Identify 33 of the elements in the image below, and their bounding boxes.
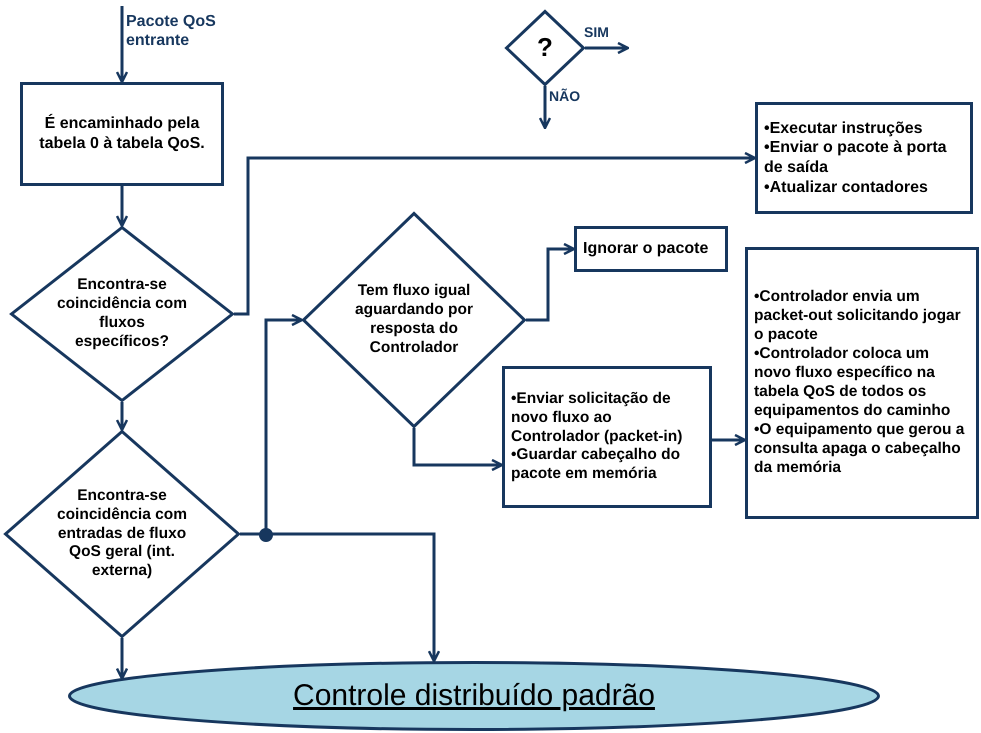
box-text: •Guardar cabeçalho do pacote em memória: [511, 446, 682, 484]
arrow: [116, 186, 128, 228]
decision-text: Encontra-se coincidência com entradas de fluxo QoS geral (int. externa): [56, 486, 188, 582]
box-text: •Enviar solicitação de novo fluxo ao Controlador (packet-in): [511, 390, 684, 446]
arrow: [234, 152, 756, 316]
process-box: [574, 226, 728, 272]
box-text: •Controlador coloca um novo fluxo específico na tabela QoS de todos os equipamentos do caminho: [754, 345, 952, 421]
box-text: •O equipamento que gerou a consulta apaga o cabeçalho da memória: [754, 420, 966, 478]
arrow: [585, 42, 630, 54]
arrow: [538, 86, 552, 130]
box-text: Ignorar o pacote: [583, 239, 710, 259]
process-box: [745, 247, 979, 519]
arrow: [116, 638, 128, 680]
box-text: É encaminhado pela tabela 0 à tabela QoS.: [38, 114, 206, 154]
arrow: [116, 402, 128, 432]
arrow: [526, 242, 576, 322]
arrow: [712, 434, 746, 446]
arrow: [116, 6, 128, 84]
edge-label: NÃO: [549, 88, 582, 105]
terminal-text: Controle distribuído padrão: [292, 678, 656, 714]
process-box: [755, 102, 973, 214]
process-box: [502, 366, 712, 508]
edge-label: Pacote QoS entrante: [126, 12, 217, 50]
decision-text: Tem fluxo igual aguardando por resposta do Controlador: [354, 282, 474, 358]
box-text: •Atualizar contadores: [764, 178, 929, 198]
box-text: •Controlador envia um packet-out solicitando jogar o pacote: [754, 288, 962, 346]
box-text: •Executar instruções: [764, 118, 924, 138]
decision-text: ?: [536, 32, 554, 64]
box-text: •Enviar o pacote à porta de saída: [764, 138, 948, 178]
decision-text: Encontra-se coincidência com fluxos específicos?: [56, 276, 188, 352]
edge-label: SIM: [584, 24, 610, 41]
arrow: [412, 428, 504, 472]
process-box: [20, 82, 224, 186]
